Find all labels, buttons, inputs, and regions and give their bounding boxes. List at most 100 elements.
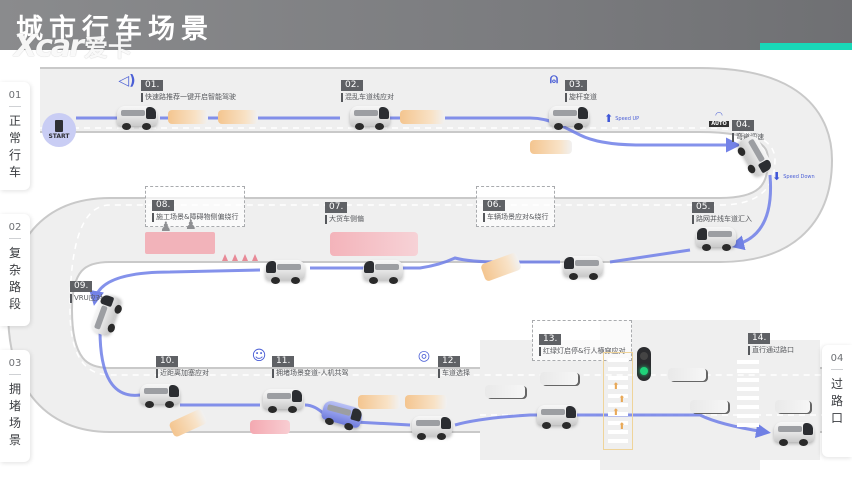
scene-text: 大货车侧偏 [325,215,364,224]
side-tab-number: 01 [8,90,22,101]
worker-icon: ♟ [160,220,172,235]
side-tab-divider [831,369,843,370]
scene-12: 12. 车道选择 [438,348,470,378]
arrow-down-icon: ⬇ [772,170,782,183]
scene-01: 01. 快速路推荐一键开启智能驾驶 [141,72,236,102]
side-tab-label: 正常行车 [8,114,21,179]
scene-11: 11. 拥堵场景变道-人机共驾 [272,348,349,378]
cone-icon [242,254,248,261]
ego-car [549,104,589,130]
scene-09: 09. VRU应对 [70,273,103,303]
route-path-middle [95,248,691,300]
traffic-light-green [640,367,648,375]
obstacle-vehicle [358,395,400,409]
speed-up-tag: ⬆ Speed UP [604,112,639,125]
scene-text: 施工场景&障碍物侧偏绕行 [152,213,238,222]
scene-number: 06. [483,200,506,211]
ego-car [350,104,390,130]
side-tab-number: 04 [830,353,844,364]
pedestrian-arrow-icon: ⬆ [618,395,626,405]
side-tab-label: 拥堵场景 [8,382,21,447]
auto-badge: AUTO [709,121,729,127]
scene-03: 03. 旋杆变道 [565,72,597,102]
scene-number: 14. [748,333,771,344]
cone-icon [252,254,258,261]
building-icon [55,120,63,132]
scene-text: 路网并线车道汇入 [692,215,752,224]
crosswalk [603,352,633,450]
speaker-icon: ◁) [118,73,136,89]
scene-number: 01. [141,80,164,91]
target-icon: ◎ [417,348,431,364]
ego-car [537,403,577,429]
header-bar: 城市行车场景 [0,0,852,50]
pedestrian-arrow-icon: ⬆ [618,422,626,432]
obstacle-vehicle [530,140,572,154]
side-tab-congestion[interactable]: 03 拥堵场景 [0,350,30,462]
scene-number: 09. [70,281,93,292]
header-accent-bar [760,43,852,50]
scene-text: VRU应对 [70,294,103,303]
scene-text: 直行通过路口 [748,346,794,355]
cross-vehicle [668,368,706,381]
scene-number: 10. [156,356,179,367]
start-badge: START [42,113,76,147]
head-steer-icon: ☺ [251,348,267,364]
traffic-light [637,347,651,381]
scene-text: 快速路推荐一键开启智能驾驶 [141,93,236,102]
ego-car [774,420,814,446]
scene-10: 10. 近距离加塞应对 [156,348,209,378]
waiting-vehicle [540,372,578,385]
scene-text: 车道选择 [438,369,470,378]
watermark-cn-text: 爱卡 [83,34,132,62]
scene-text: 拥堵场景变道-人机共驾 [272,369,349,378]
side-tab-number: 03 [8,358,22,369]
side-tab-normal-driving[interactable]: 01 正常行车 [0,82,30,190]
scene-07: 07. 大货车侧偏 [325,194,364,224]
traffic-light-red [640,352,648,360]
page-title: 城市行车场景 [16,14,214,45]
speed-down-tag: ⬇ Speed Down [772,170,815,183]
scene-05: 05. 路网并线车道汇入 [692,194,752,224]
scene-number: 05. [692,202,715,213]
side-tab-divider [9,106,21,107]
side-tab-intersection[interactable]: 04 过路口 [822,345,852,457]
construction-zone [145,232,215,254]
side-tab-label: 过路口 [830,377,843,425]
cross-vehicle [690,400,728,413]
scene-number: 02. [341,80,364,91]
auto-speed-icon: ◠ AUTO [709,110,729,128]
truck-obstacle [330,232,418,256]
route-path-curve [729,174,773,251]
speed-down-label: Speed Down [783,173,815,180]
ego-car [563,254,603,280]
ego-car [412,414,452,440]
pedestrian-arrow-icon: ⬆ [612,382,620,392]
side-tab-number: 02 [8,222,22,233]
ego-car [117,104,157,130]
ego-car [696,225,736,251]
scene-number: 04. [732,120,755,131]
scene-number: 07. [325,202,348,213]
scene-06: 06. 车辆场景应对&绕行 [476,186,556,227]
scene-number: 13. [539,334,562,345]
side-tab-divider [9,374,21,375]
obstacle-vehicle [405,395,447,409]
side-tab-complex-road[interactable]: 02 复杂路段 [0,214,30,326]
scene-number: 11. [272,356,295,367]
scene-text: 红绿灯启停&行人横穿应对 [539,347,625,356]
scene-14: 14. 直行通过路口 [748,325,794,355]
pedestrian-arrow-icon: ⬆ [612,408,620,418]
watermark-logo-text: Xcar [14,29,84,64]
arrow-up-icon: ⬆ [604,112,614,125]
obstacle-vehicle [400,110,445,124]
watermark-logo: Xcar爱卡 [14,28,132,64]
ego-car [265,258,305,284]
scene-text: 近距离加塞应对 [156,369,209,378]
cone-icon [222,254,228,261]
side-tab-label: 复杂路段 [8,246,21,311]
obstacle-vehicle [168,110,208,124]
ego-car [363,258,403,284]
cross-vehicle [775,400,810,413]
